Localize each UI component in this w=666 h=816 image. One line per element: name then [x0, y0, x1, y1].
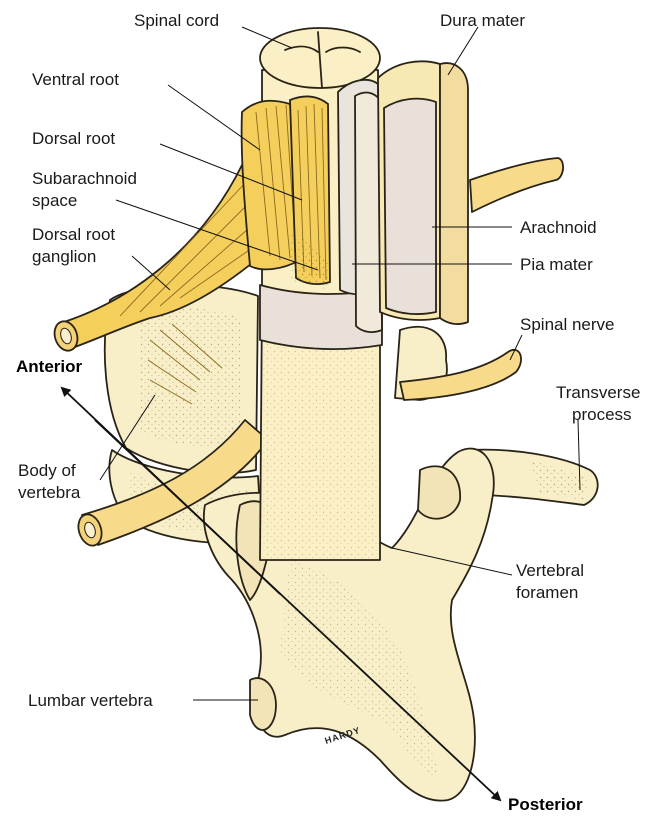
label-vertebral-foramen: Vertebral foramen: [516, 561, 589, 602]
label-spinal-cord: Spinal cord: [134, 11, 219, 30]
label-drg-line-2: ganglion: [32, 247, 96, 266]
label-subarachnoid-space: Subarachnoid space: [32, 169, 142, 210]
label-ventral-root: Ventral root: [32, 70, 119, 89]
upper-right-nerve: [470, 158, 563, 212]
label-body-line-1: Body of: [18, 461, 76, 480]
label-subarachnoid-line-2: space: [32, 191, 77, 210]
label-transverse-process: Transverse process: [556, 383, 645, 424]
label-dura-mater: Dura mater: [440, 11, 525, 30]
label-anterior: Anterior: [16, 357, 83, 376]
label-transverse-line-1: Transverse: [556, 383, 640, 402]
label-subarachnoid-line-1: Subarachnoid: [32, 169, 137, 188]
label-body-line-2: vertebra: [18, 483, 81, 502]
label-transverse-line-2: process: [572, 405, 632, 424]
dura-mater-layer: [378, 61, 468, 324]
label-dorsal-root: Dorsal root: [32, 129, 115, 148]
dorsal-root: [290, 97, 330, 290]
label-dorsal-root-ganglion: Dorsal root ganglion: [32, 225, 120, 266]
label-lumbar-vertebra: Lumbar vertebra: [28, 691, 153, 710]
label-posterior: Posterior: [508, 795, 583, 814]
label-foramen-line-2: foramen: [516, 583, 578, 602]
label-body-of-vertebra: Body of vertebra: [18, 461, 81, 502]
leader-dura-mater: [448, 27, 478, 75]
label-drg-line-1: Dorsal root: [32, 225, 115, 244]
label-pia-mater: Pia mater: [520, 255, 593, 274]
label-arachnoid: Arachnoid: [520, 218, 597, 237]
label-foramen-line-1: Vertebral: [516, 561, 584, 580]
label-spinal-nerve: Spinal nerve: [520, 315, 615, 334]
